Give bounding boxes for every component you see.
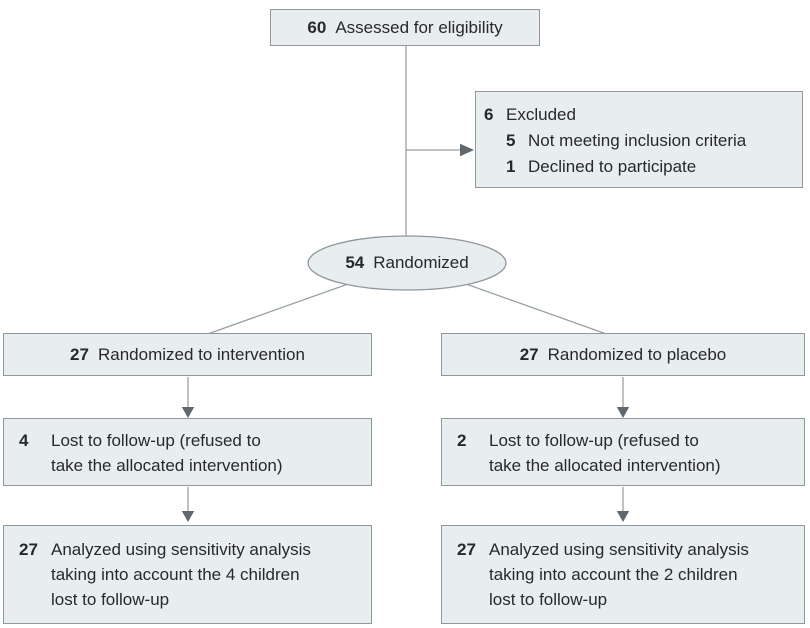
arm-placebo-count: 27 (519, 345, 539, 364)
analyzed-intervention-label: Analyzed using sensitivity analysis taki… (51, 540, 311, 609)
node-randomized: 54 Randomized (307, 237, 507, 289)
node-arm-placebo: 27 Randomized to placebo (441, 333, 805, 376)
arrowhead-excluded-icon (460, 143, 474, 157)
randomized-ellipse-shape (307, 235, 507, 291)
excluded-main-row: 6 Excluded (484, 102, 794, 128)
excluded-sub-row: 5 Not meeting inclusion criteria (506, 128, 794, 154)
lost-intervention-count: 4 (19, 431, 29, 450)
excluded-sub-count: 1 (506, 157, 516, 176)
analyzed-placebo-count: 27 (457, 540, 476, 559)
lost-placebo-label: Lost to follow-up (refused to take the a… (489, 431, 721, 475)
lost-placebo-count: 2 (457, 431, 467, 450)
arm-intervention-label: Randomized to intervention (97, 345, 305, 364)
node-excluded: 6 Excluded 5 Not meeting inclusion crite… (475, 91, 803, 188)
node-analyzed-placebo: 27 Analyzed using sensitivity analysis t… (441, 525, 805, 624)
excluded-sub-count: 5 (506, 131, 516, 150)
assessed-label: Assessed for eligibility (335, 18, 503, 37)
analyzed-intervention-count: 27 (19, 540, 38, 559)
randomized-label: Randomized (373, 253, 469, 272)
excluded-label: Excluded (506, 105, 576, 124)
excluded-sub-label: Not meeting inclusion criteria (528, 131, 747, 150)
arrowhead-intervention-analyzed-icon (181, 511, 195, 522)
node-lost-intervention: 4 Lost to follow-up (refused to take the… (3, 418, 372, 486)
lost-intervention-label: Lost to follow-up (refused to take the a… (51, 431, 283, 475)
excluded-sub-label: Declined to participate (528, 157, 697, 176)
excluded-count: 6 (484, 105, 494, 124)
analyzed-placebo-label: Analyzed using sensitivity analysis taki… (489, 540, 749, 609)
excluded-sub-row: 1 Declined to participate (506, 154, 794, 180)
randomized-count: 54 (345, 253, 365, 272)
arrowhead-intervention-lost-icon (181, 407, 195, 418)
node-lost-placebo: 2 Lost to follow-up (refused to take the… (441, 418, 805, 486)
assessed-count: 60 (307, 18, 327, 37)
arm-intervention-count: 27 (70, 345, 89, 364)
node-analyzed-intervention: 27 Analyzed using sensitivity analysis t… (3, 525, 372, 624)
arrowhead-placebo-analyzed-icon (616, 511, 630, 522)
node-arm-intervention: 27 Randomized to intervention (3, 333, 372, 376)
arm-placebo-label: Randomized to placebo (547, 345, 727, 364)
arrowhead-placebo-lost-icon (616, 407, 630, 418)
node-assessed: 60 Assessed for eligibility (270, 9, 540, 46)
